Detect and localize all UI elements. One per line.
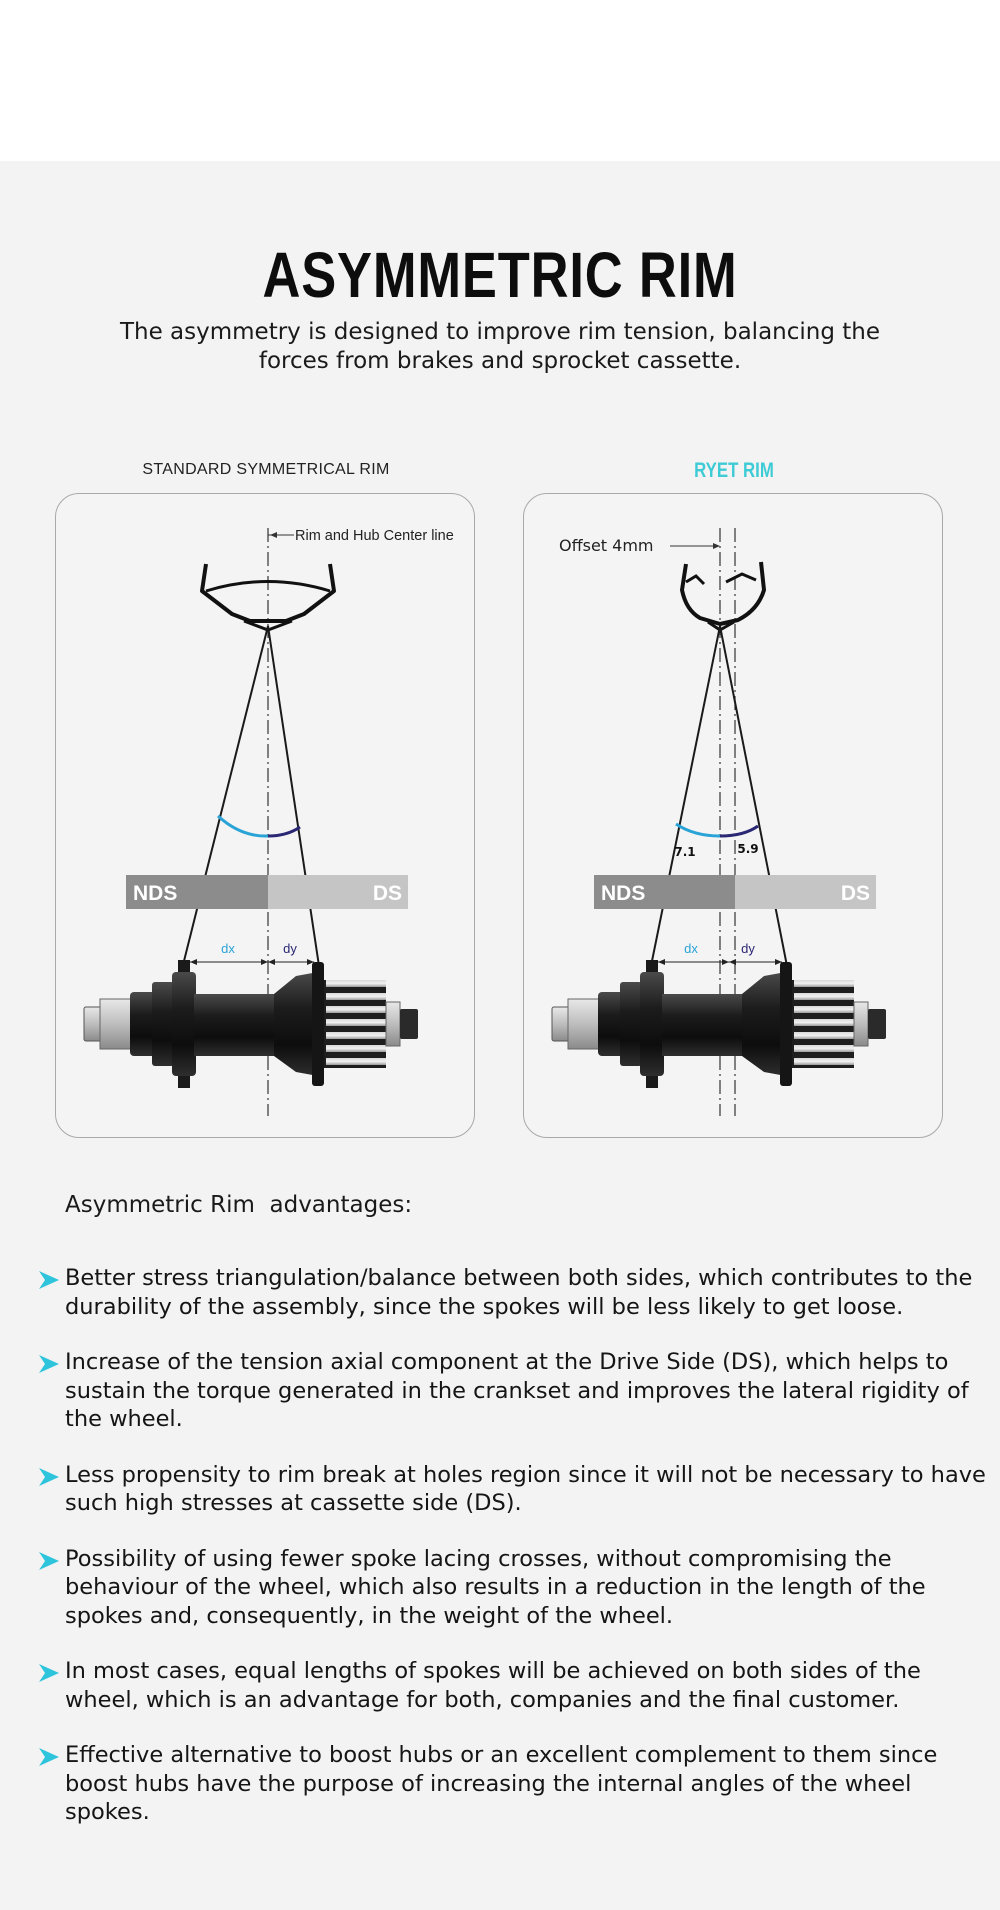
standard-rim-illustration: Rim and Hub Center line NDS DS dx dy	[83, 528, 454, 1116]
list-item: In most cases, equal lengths of spokes w…	[38, 1657, 988, 1714]
chevron-right-icon	[39, 1467, 59, 1486]
advantage-text: In most cases, equal lengths of spokes w…	[65, 1658, 921, 1713]
angle-right-value: 5.9	[737, 842, 758, 856]
list-item: Increase of the tension axial component …	[38, 1348, 988, 1434]
dy-label: dy	[741, 941, 755, 956]
standard-rim-diagram: Rim and Hub Center line NDS DS dx dy	[55, 493, 475, 1138]
nds-label: NDS	[133, 882, 177, 905]
ryet-rim-diagram: Offset 4mm 7.1 5.9 NDS DS dx dy	[523, 493, 943, 1138]
ds-label: DS	[373, 882, 402, 905]
list-item: Less propensity to rim break at holes re…	[38, 1461, 988, 1518]
page-subtitle: The asymmetry is designed to improve rim…	[119, 319, 881, 374]
advantage-text: Less propensity to rim break at holes re…	[65, 1461, 986, 1517]
dx-label: dx	[684, 941, 698, 956]
list-item: Possibility of using fewer spoke lacing …	[38, 1545, 988, 1631]
chevron-right-icon	[39, 1748, 59, 1766]
chevron-right-icon	[39, 1355, 59, 1373]
advantage-text: Effective alternative to boost hubs or a…	[65, 1742, 938, 1825]
hub-illustration	[83, 960, 418, 1088]
ryet-rim-illustration: Offset 4mm 7.1 5.9 NDS DS dx dy	[551, 528, 886, 1116]
page-title: ASYMMETRIC RIM	[262, 239, 738, 311]
chevron-right-icon	[39, 1271, 59, 1289]
advantage-text: Increase of the tension axial component …	[65, 1349, 969, 1432]
chevron-right-icon	[39, 1664, 59, 1682]
chevron-right-icon	[39, 1551, 59, 1570]
advantage-text: Possibility of using fewer spoke lacing …	[65, 1545, 926, 1629]
center-line-label: Rim and Hub Center line	[295, 528, 454, 544]
standard-rim-caption: STANDARD SYMMETRICAL RIM	[142, 461, 390, 478]
dx-label: dx	[221, 941, 235, 956]
dy-label: dy	[283, 941, 297, 956]
advantages-heading: Asymmetric Rim advantages:	[65, 1192, 413, 1218]
nds-label: NDS	[601, 882, 645, 905]
list-item: Effective alternative to boost hubs or a…	[38, 1741, 988, 1827]
hub-illustration	[551, 960, 886, 1088]
angle-left-value: 7.1	[674, 845, 695, 859]
ds-label: DS	[841, 882, 870, 905]
list-item: Better stress triangulation/balance betw…	[38, 1264, 988, 1321]
advantages-list: Better stress triangulation/balance betw…	[38, 1264, 988, 1854]
ryet-rim-caption: RYET RIM	[694, 459, 774, 482]
advantage-text: Better stress triangulation/balance betw…	[65, 1265, 973, 1320]
offset-label: Offset 4mm	[559, 536, 654, 555]
